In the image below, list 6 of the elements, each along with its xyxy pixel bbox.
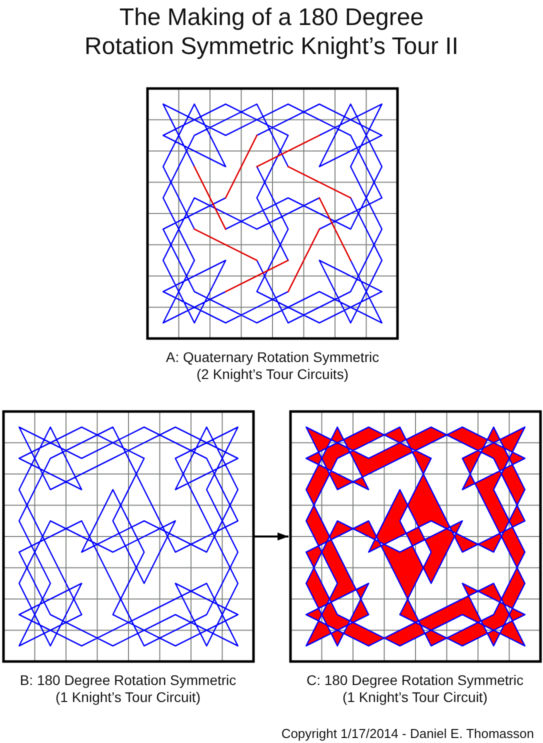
board-caption: C: 180 Degree Rotation Symmetric (1 Knight’s Tour Circuit)	[305, 672, 525, 706]
copyright-note: Copyright 1/17/2014 - Daniel E. Thomasson	[281, 726, 534, 742]
arrow	[254, 532, 288, 540]
diagram-title: The Making of a 180 Degree Rotation Symmetric Knight’s Tour II	[84, 3, 460, 61]
board-caption: B: 180 Degree Rotation Symmetric (1 Knight’s Tour Circuit)	[18, 672, 238, 706]
board-caption: A: Quaternary Rotation Symmetric (2 Knight’s Tour Circuits)	[164, 349, 380, 383]
